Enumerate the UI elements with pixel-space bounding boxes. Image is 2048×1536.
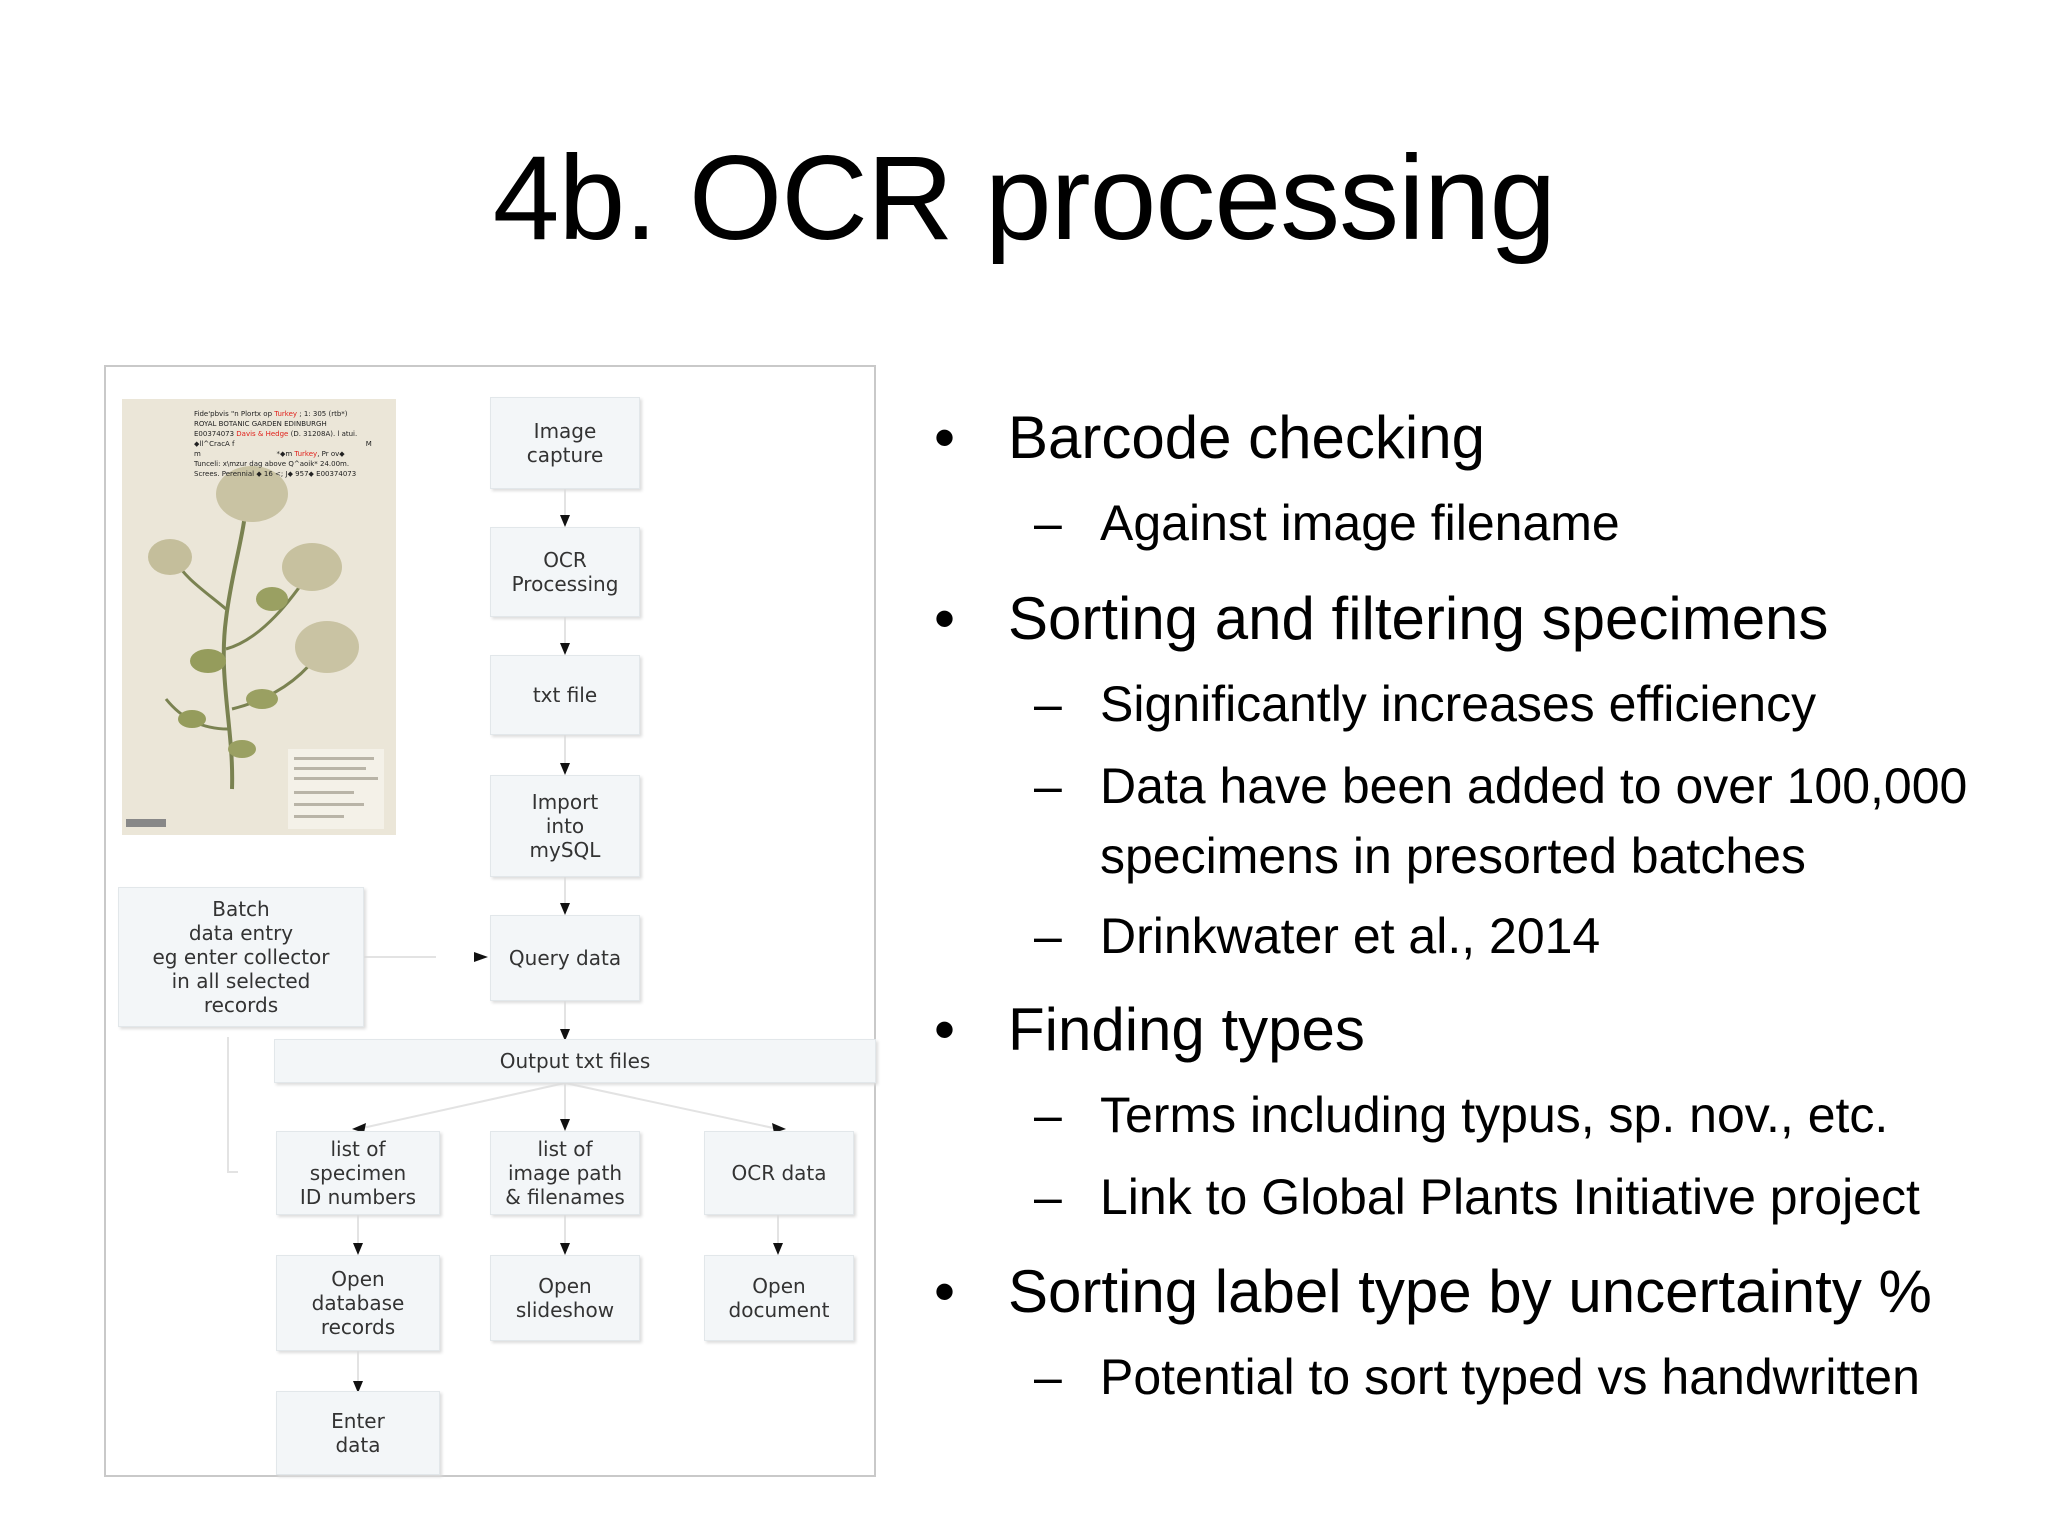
ocr-line: m *◆m Turkey, Pr ov◆: [194, 450, 345, 458]
arrowhead-icon: [560, 1029, 570, 1041]
bullet-item: Sorting label type by uncertainty %: [1008, 1258, 1932, 1325]
arrowhead-icon: [560, 903, 570, 915]
arrowhead-icon: [560, 643, 570, 655]
bullet-marker: •: [934, 585, 956, 652]
node-image-capture: Image capture: [490, 397, 640, 489]
specimen-plant-illustration: [122, 399, 396, 835]
bullet-marker: •: [934, 996, 956, 1063]
arrowhead-icon: [353, 1381, 363, 1393]
dash-marker: –: [1034, 908, 1062, 964]
ocr-line: E00374073 Davis & Hedge (D. 31208A). l a…: [194, 430, 358, 438]
arrowhead-icon: [560, 763, 570, 775]
dash-marker: –: [1034, 495, 1062, 551]
ocr-line: Fide'pbvis "n Plortx op Turkey ; 1: 305 …: [194, 410, 348, 418]
node-list-image-paths: list of image path & filenames: [490, 1131, 640, 1215]
sub-bullet-item: Data have been added to over 100,000: [1100, 758, 1968, 814]
arrowhead-icon: [772, 1123, 786, 1133]
dash-marker: –: [1034, 1087, 1062, 1143]
workflow-figure: Fide'pbvis "n Plortx op Turkey ; 1: 305 …: [104, 365, 876, 1477]
bullet-marker: •: [934, 1258, 956, 1325]
ocr-line: Screes. Perennial ◆ 16 <; J◆ 957◆ E00374…: [194, 470, 357, 478]
flow-connectors: [223, 489, 786, 1393]
arrowhead-icon: [773, 1243, 783, 1255]
ocr-line: Tunceli: x\mzur dag above Q^aoik* 24.00m…: [194, 460, 350, 468]
dash-marker: –: [1034, 758, 1062, 814]
arrowhead-icon: [353, 1243, 363, 1255]
sub-bullet-item-continuation: specimens in presorted batches: [1100, 828, 1806, 884]
sub-bullet-item: Terms including typus, sp. nov., etc.: [1100, 1087, 1889, 1143]
bullet-marker: •: [934, 404, 956, 471]
node-open-slideshow: Open slideshow: [490, 1255, 640, 1341]
sub-bullet-item: Significantly increases efficiency: [1100, 676, 1817, 732]
dash-marker: –: [1034, 1349, 1062, 1405]
connector-line: [227, 1037, 238, 1173]
node-enter-data: Enter data: [276, 1391, 440, 1475]
bullet-item: Sorting and filtering specimens: [1008, 585, 1829, 652]
bullet-item: Finding types: [1008, 996, 1365, 1063]
arrowhead-icon: [352, 1123, 366, 1133]
node-output-txt-files: Output txt files: [274, 1039, 876, 1083]
arrowhead-icon: [560, 1243, 570, 1255]
dash-marker: –: [1034, 676, 1062, 732]
sub-bullet-item: Link to Global Plants Initiative project: [1100, 1169, 1920, 1225]
sub-bullet-item: Drinkwater et al., 2014: [1100, 908, 1601, 964]
slide-title: 4b. OCR processing: [492, 131, 1556, 265]
node-batch-entry: Batch data entry eg enter collector in a…: [118, 887, 364, 1027]
arrowhead-icon: [560, 1119, 570, 1131]
ocr-line: ◆ll^CracA f M: [194, 440, 372, 448]
node-open-document: Open document: [704, 1255, 854, 1341]
ocr-line: ROYAL BOTANIC GARDEN EDINBURGH: [194, 420, 327, 428]
node-ocr-processing: OCR Processing: [490, 527, 640, 617]
connector-line: [564, 1082, 779, 1130]
herbarium-specimen-image: Fide'pbvis "n Plortx op Turkey ; 1: 305 …: [122, 399, 396, 835]
connector-line: [357, 1082, 566, 1130]
bullet-item: Barcode checking: [1008, 404, 1485, 471]
node-query-data: Query data: [490, 915, 640, 1001]
arrowhead-icon: [560, 515, 570, 527]
node-import-mysql: Import into mySQL: [490, 775, 640, 877]
node-open-database-records: Open database records: [276, 1255, 440, 1351]
node-txt-file: txt file: [490, 655, 640, 735]
sub-bullet-item: Against image filename: [1100, 495, 1620, 551]
node-list-specimen-ids: list of specimen ID numbers: [276, 1131, 440, 1215]
dash-marker: –: [1034, 1169, 1062, 1225]
specimen-ocr-text: Fide'pbvis "n Plortx op Turkey ; 1: 305 …: [194, 409, 384, 479]
arrowhead-icon: [474, 952, 488, 962]
node-ocr-data: OCR data: [704, 1131, 854, 1215]
sub-bullet-item: Potential to sort typed vs handwritten: [1100, 1349, 1920, 1405]
